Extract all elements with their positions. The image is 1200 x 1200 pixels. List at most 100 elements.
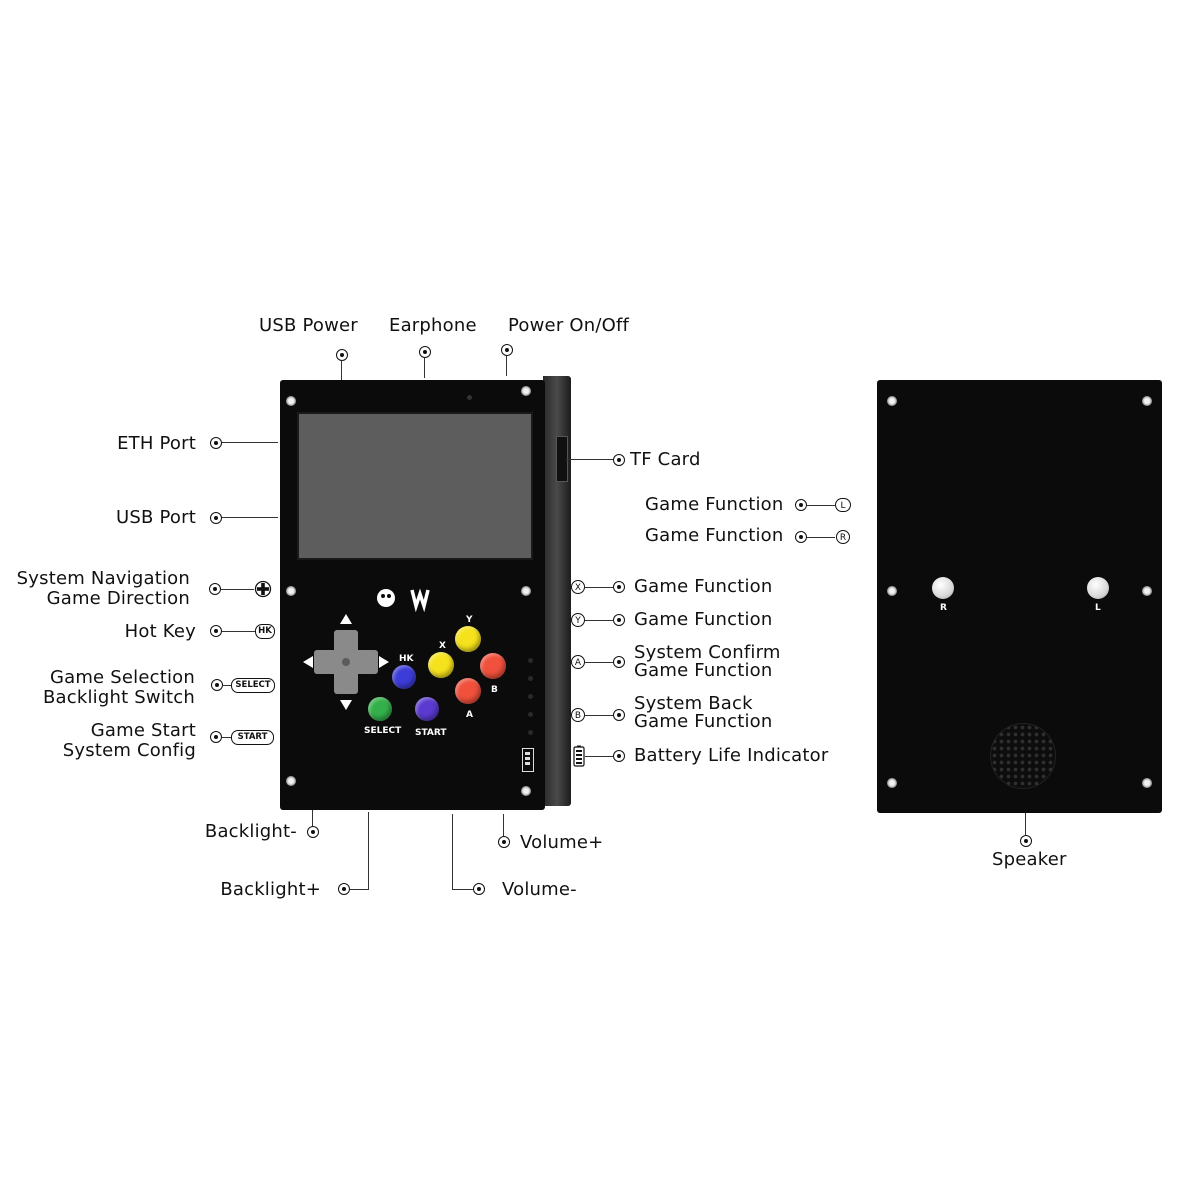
- screw: [1142, 586, 1152, 596]
- button-x[interactable]: [428, 652, 454, 678]
- callout-dot: [498, 836, 510, 848]
- shoulder-button-l[interactable]: [1087, 577, 1109, 599]
- status-led: [528, 658, 533, 663]
- button-start[interactable]: [415, 697, 439, 721]
- callout-dot: [473, 883, 485, 895]
- callout-line: [350, 889, 369, 891]
- label-game-function-x: Game Function: [634, 576, 773, 597]
- dpad-right-arrow: [379, 656, 389, 668]
- a-icon: A: [571, 655, 585, 669]
- label-game-function-y: Game Function: [634, 609, 773, 630]
- button-a-label: A: [466, 710, 473, 720]
- label-eth-port: ETH Port: [117, 433, 196, 454]
- button-x-label: X: [439, 641, 446, 651]
- battery-indicator-icon: [522, 748, 534, 772]
- button-hk-label: HK: [399, 654, 414, 664]
- label-volume-plus: Volume+: [520, 832, 604, 853]
- callout-dot: [613, 656, 625, 668]
- dpad-left-arrow: [303, 656, 313, 668]
- callout-line: [341, 361, 343, 380]
- callout-line: [222, 442, 278, 444]
- callout-line: [807, 537, 835, 539]
- callout-line: [585, 756, 613, 758]
- label-earphone: Earphone: [389, 315, 477, 336]
- button-select[interactable]: [368, 697, 392, 721]
- l-icon: L: [835, 498, 851, 512]
- dpad[interactable]: [300, 612, 392, 712]
- label-volume-minus: Volume-: [502, 879, 577, 900]
- status-led: [528, 694, 533, 699]
- screw: [1142, 778, 1152, 788]
- button-start-label: START: [415, 728, 447, 738]
- callout-line: [585, 715, 613, 717]
- hk-icon: HK: [255, 624, 275, 639]
- callout-line: [585, 662, 613, 664]
- callout-dot: [1020, 835, 1032, 847]
- button-a[interactable]: [455, 678, 481, 704]
- y-icon: Y: [571, 613, 585, 627]
- battery-icon: [573, 745, 585, 767]
- callout-line: [222, 737, 232, 739]
- screw: [521, 386, 531, 396]
- screw: [286, 586, 296, 596]
- status-led: [528, 712, 533, 717]
- callout-line: [222, 517, 278, 519]
- callout-dot: [210, 731, 222, 743]
- callout-dot: [613, 454, 625, 466]
- callout-dot: [613, 614, 625, 626]
- callout-line: [506, 356, 508, 376]
- callout-line: [1025, 813, 1027, 836]
- screw: [1142, 396, 1152, 406]
- callout-dot: [307, 826, 319, 838]
- label-system-confirm: System Confirm Game Function: [634, 642, 781, 681]
- button-y-label: Y: [466, 615, 473, 625]
- button-b-label: B: [491, 685, 498, 695]
- screw: [887, 396, 897, 406]
- callout-line: [312, 810, 314, 826]
- callout-line: [221, 589, 254, 591]
- shoulder-button-r[interactable]: [932, 577, 954, 599]
- device-screen: [297, 412, 533, 560]
- callout-line: [585, 587, 613, 589]
- screw: [887, 778, 897, 788]
- camera-dot: [467, 395, 472, 400]
- dpad-icon: [254, 580, 272, 598]
- callout-line: [368, 812, 370, 890]
- button-b[interactable]: [480, 653, 506, 679]
- label-tf-card: TF Card: [630, 449, 701, 470]
- callout-line: [566, 459, 613, 461]
- label-usb-power: USB Power: [259, 315, 358, 336]
- callout-dot: [795, 531, 807, 543]
- dpad-up-arrow: [340, 614, 352, 624]
- callout-line: [452, 814, 454, 890]
- callout-line: [452, 889, 473, 891]
- screw: [521, 786, 531, 796]
- callout-line: [807, 505, 835, 507]
- status-led: [528, 730, 533, 735]
- callout-dot: [613, 750, 625, 762]
- label-speaker: Speaker: [992, 849, 1067, 870]
- callout-dot: [613, 581, 625, 593]
- dpad-down-arrow: [340, 700, 352, 710]
- callout-line: [503, 814, 505, 836]
- status-led: [528, 676, 533, 681]
- callout-dot: [613, 709, 625, 721]
- callout-dot: [211, 679, 223, 691]
- button-y[interactable]: [455, 626, 481, 652]
- r-icon: R: [836, 530, 850, 544]
- button-hk[interactable]: [392, 665, 416, 689]
- start-icon: START: [231, 730, 274, 745]
- label-game-selection: Game Selection Backlight Switch: [42, 667, 195, 708]
- x-icon: X: [571, 580, 585, 594]
- callout-dot: [210, 625, 222, 637]
- label-backlight-minus: Backlight-: [204, 821, 297, 842]
- label-system-navigation: System Navigation Game Direction: [16, 568, 190, 609]
- screw: [286, 776, 296, 786]
- select-icon: SELECT: [231, 678, 275, 693]
- callout-dot: [338, 883, 350, 895]
- callout-dot: [336, 349, 348, 361]
- callout-dot: [210, 512, 222, 524]
- callout-dot: [501, 344, 513, 356]
- screw: [887, 586, 897, 596]
- label-system-back: System Back Game Function: [634, 693, 773, 732]
